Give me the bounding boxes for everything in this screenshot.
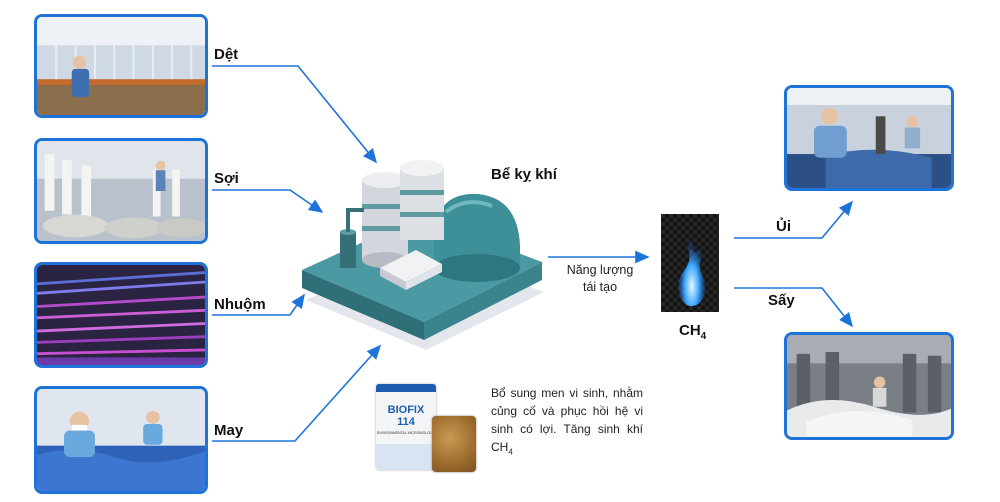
drying-photo: [784, 332, 954, 440]
weaving-photo: [34, 14, 208, 118]
biofix-brand: BIOFIX: [387, 404, 425, 416]
biofix-product-bag: BIOFIX 114 ENVIRONMENTAL MICROBIOLOGY: [376, 384, 436, 470]
renewable-energy-line2: tái tạo: [582, 280, 618, 294]
renewable-energy-label: Năng lượng tái tạo: [558, 262, 642, 296]
sewing-photo: [34, 386, 208, 494]
anaerobic-tank-illustration: [302, 160, 544, 350]
label-may: May: [214, 422, 244, 439]
label-soi: Sợi: [214, 170, 239, 187]
methane-flame-icon: [661, 214, 719, 312]
dyeing-photo: [34, 262, 208, 368]
biofix-tagline: ENVIRONMENTAL MICROBIOLOGY: [376, 431, 436, 435]
renewable-energy-line1: Năng lượng: [566, 263, 634, 277]
ch4-main: CH: [679, 322, 701, 339]
spinning-photo: [34, 138, 208, 244]
label-ui: Ủi: [776, 218, 791, 235]
label-digester: Bể kỵ khí: [491, 166, 557, 183]
ironing-photo: [784, 85, 954, 191]
probiotic-note: Bổ sung men vi sinh, nhằm củng cố và phụ…: [491, 384, 643, 461]
arrow-ui: [734, 200, 854, 239]
ch4-label: CH4: [679, 322, 706, 342]
arrow-det: [212, 65, 378, 164]
probiotic-note-text: Bổ sung men vi sinh, nhằm củng cố và phụ…: [491, 386, 643, 454]
probiotic-note-sub: 4: [508, 447, 513, 457]
probiotic-powder-pouch: [432, 416, 476, 472]
label-det: Dệt: [214, 46, 239, 63]
label-say: Sấy: [768, 292, 795, 309]
ch4-sub: 4: [700, 331, 707, 342]
biofix-number: 114: [397, 416, 415, 428]
label-nhuom: Nhuộm: [214, 296, 266, 313]
